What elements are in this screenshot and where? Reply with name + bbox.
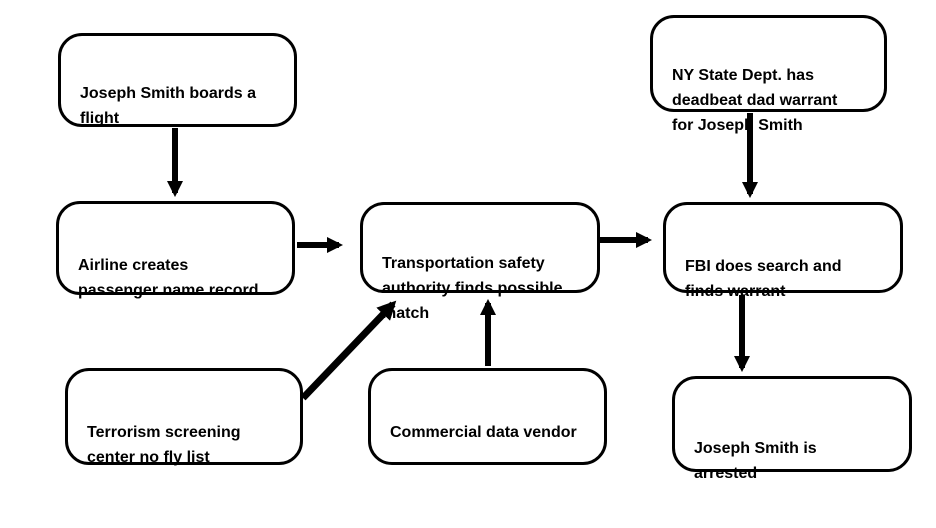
node-joseph-smith-arrested: Joseph Smith is arrested: [672, 376, 912, 482]
node-ny-state-dept-warrant: NY State Dept. has deadbeat dad warrant …: [650, 15, 887, 134]
node-airline-passenger-record: Airline creates passenger name record: [56, 201, 295, 299]
node-label: Terrorism screening center no fly list: [87, 424, 241, 466]
node-label: Joseph Smith boards a flight: [80, 85, 257, 127]
node-commercial-data-vendor: Commercial data vendor: [368, 368, 607, 465]
node-transportation-safety-match: Transportation safety authority finds po…: [360, 202, 600, 322]
node-label: NY State Dept. has deadbeat dad warrant …: [672, 67, 838, 134]
node-label: Airline creates passenger name record: [78, 257, 259, 299]
arrow-nofly-to-tsa: [300, 300, 397, 401]
node-label: Commercial data vendor: [390, 424, 577, 441]
node-terrorism-screening-no-fly-list: Terrorism screening center no fly list: [65, 368, 303, 466]
node-label: FBI does search and finds warrant: [685, 258, 842, 300]
node-label: Transportation safety authority finds po…: [382, 255, 563, 322]
node-joseph-boards-flight: Joseph Smith boards a flight: [58, 33, 297, 127]
node-fbi-finds-warrant: FBI does search and finds warrant: [663, 202, 903, 300]
node-label: Joseph Smith is arrested: [694, 440, 817, 482]
